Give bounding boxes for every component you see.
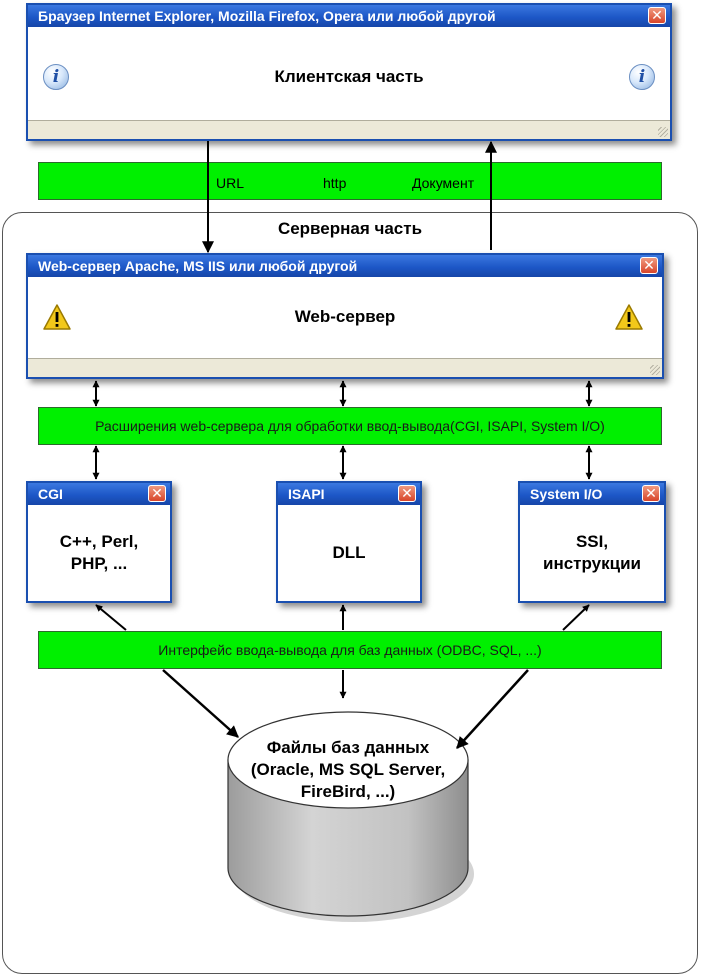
cgi-window: CGI ✕ С++, Perl, PHP, ... xyxy=(26,481,172,603)
protocol-http-label: http xyxy=(323,175,347,191)
info-icon: i xyxy=(43,64,69,90)
protocol-url-label: URL xyxy=(216,175,245,191)
webserver-window: Web-сервер Apache, MS IIS или любой друг… xyxy=(26,253,664,379)
server-part-panel xyxy=(2,212,698,974)
client-close-button[interactable]: ✕ xyxy=(648,7,666,24)
client-window-title: Браузер Internet Explorer, Mozilla Firef… xyxy=(38,8,496,24)
warning-icon xyxy=(43,304,71,330)
sysio-close-button[interactable]: ✕ xyxy=(642,485,660,502)
protocol-bar xyxy=(38,162,662,200)
database-label: Файлы баз данных (Oracle, MS SQL Server,… xyxy=(228,737,468,803)
isapi-window-body: DLL xyxy=(332,543,366,562)
server-part-title: Серверная часть xyxy=(277,219,423,238)
webserver-close-button[interactable]: ✕ xyxy=(640,257,658,274)
webserver-window-title: Web-сервер Apache, MS IIS или любой друг… xyxy=(38,258,358,274)
info-icon: i xyxy=(629,64,655,90)
cgi-line-1: С++, Perl, xyxy=(59,532,139,551)
sysio-line-2: инструкции xyxy=(543,554,641,573)
client-window-body: Клиентская часть xyxy=(274,67,424,86)
db-interface-bar: Интерфейс ввода-вывода для баз данных (O… xyxy=(38,631,662,669)
database-line-1: Файлы баз данных xyxy=(266,738,430,757)
cgi-line-2: PHP, ... xyxy=(70,554,128,573)
client-statusbar xyxy=(28,120,670,139)
extensions-bar: Расширения web-сервера для обработки вво… xyxy=(38,407,662,445)
client-window: Браузер Internet Explorer, Mozilla Firef… xyxy=(26,3,672,141)
isapi-window-title: ISAPI xyxy=(288,486,325,502)
webserver-window-titlebar[interactable]: Web-сервер Apache, MS IIS или любой друг… xyxy=(28,255,662,277)
database-line-3: FireBird, ...) xyxy=(300,782,396,801)
sysio-window-titlebar[interactable]: System I/O xyxy=(520,483,664,505)
client-window-titlebar[interactable]: Браузер Internet Explorer, Mozilla Firef… xyxy=(28,5,670,27)
isapi-close-button[interactable]: ✕ xyxy=(398,485,416,502)
cgi-window-body: С++, Perl, PHP, ... xyxy=(28,531,170,575)
database-line-2: (Oracle, MS SQL Server, xyxy=(250,760,446,779)
resize-grip-icon[interactable] xyxy=(658,127,668,137)
resize-grip-icon[interactable] xyxy=(650,365,660,375)
protocol-document-label: Документ xyxy=(412,175,475,191)
sysio-window-body: SSI, инструкции xyxy=(520,531,664,575)
cgi-window-title: CGI xyxy=(38,486,63,502)
cgi-close-button[interactable]: ✕ xyxy=(148,485,166,502)
webserver-statusbar xyxy=(28,358,662,377)
sysio-line-1: SSI, xyxy=(575,532,609,551)
warning-icon xyxy=(615,304,643,330)
webserver-window-body: Web-сервер xyxy=(294,307,396,326)
isapi-window-titlebar[interactable]: ISAPI xyxy=(278,483,420,505)
cgi-window-titlebar[interactable]: CGI xyxy=(28,483,170,505)
sysio-window-title: System I/O xyxy=(530,486,603,502)
sysio-window: System I/O ✕ SSI, инструкции xyxy=(518,481,666,603)
isapi-window: ISAPI ✕ DLL xyxy=(276,481,422,603)
